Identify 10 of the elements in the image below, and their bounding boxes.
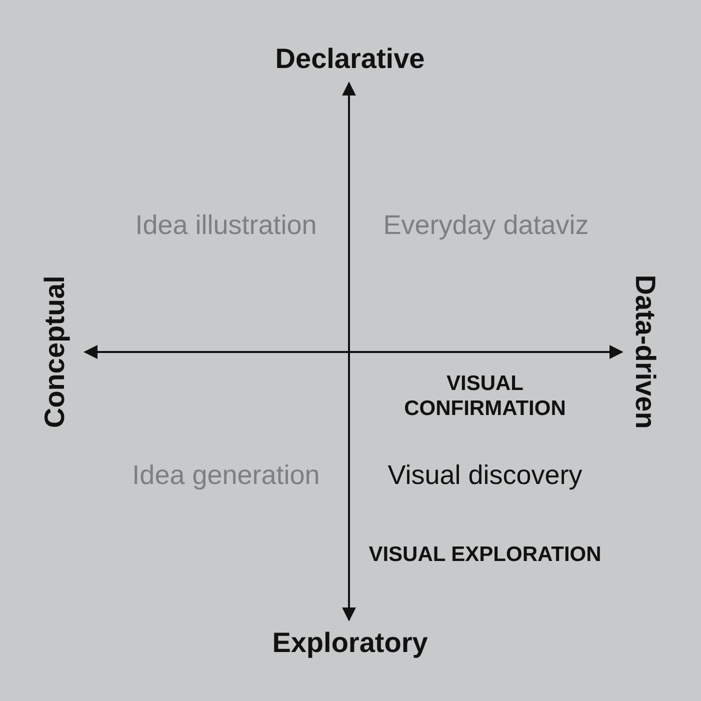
quadrant-label: Visual discovery [386, 459, 584, 492]
quadrant-label: Idea illustration [134, 209, 318, 242]
axis-label: Declarative [274, 42, 426, 76]
axis-label: Conceptual [38, 274, 72, 430]
axis-label: Data-driven [628, 274, 662, 431]
quadrant-label: Everyday dataviz [382, 209, 590, 242]
quadrant-label: Idea generation [131, 459, 321, 492]
axis-label: Exploratory [271, 626, 429, 660]
quadrant-label: VISUAL EXPLORATION [368, 542, 602, 567]
quadrant-label: VISUAL CONFIRMATION [403, 371, 567, 422]
